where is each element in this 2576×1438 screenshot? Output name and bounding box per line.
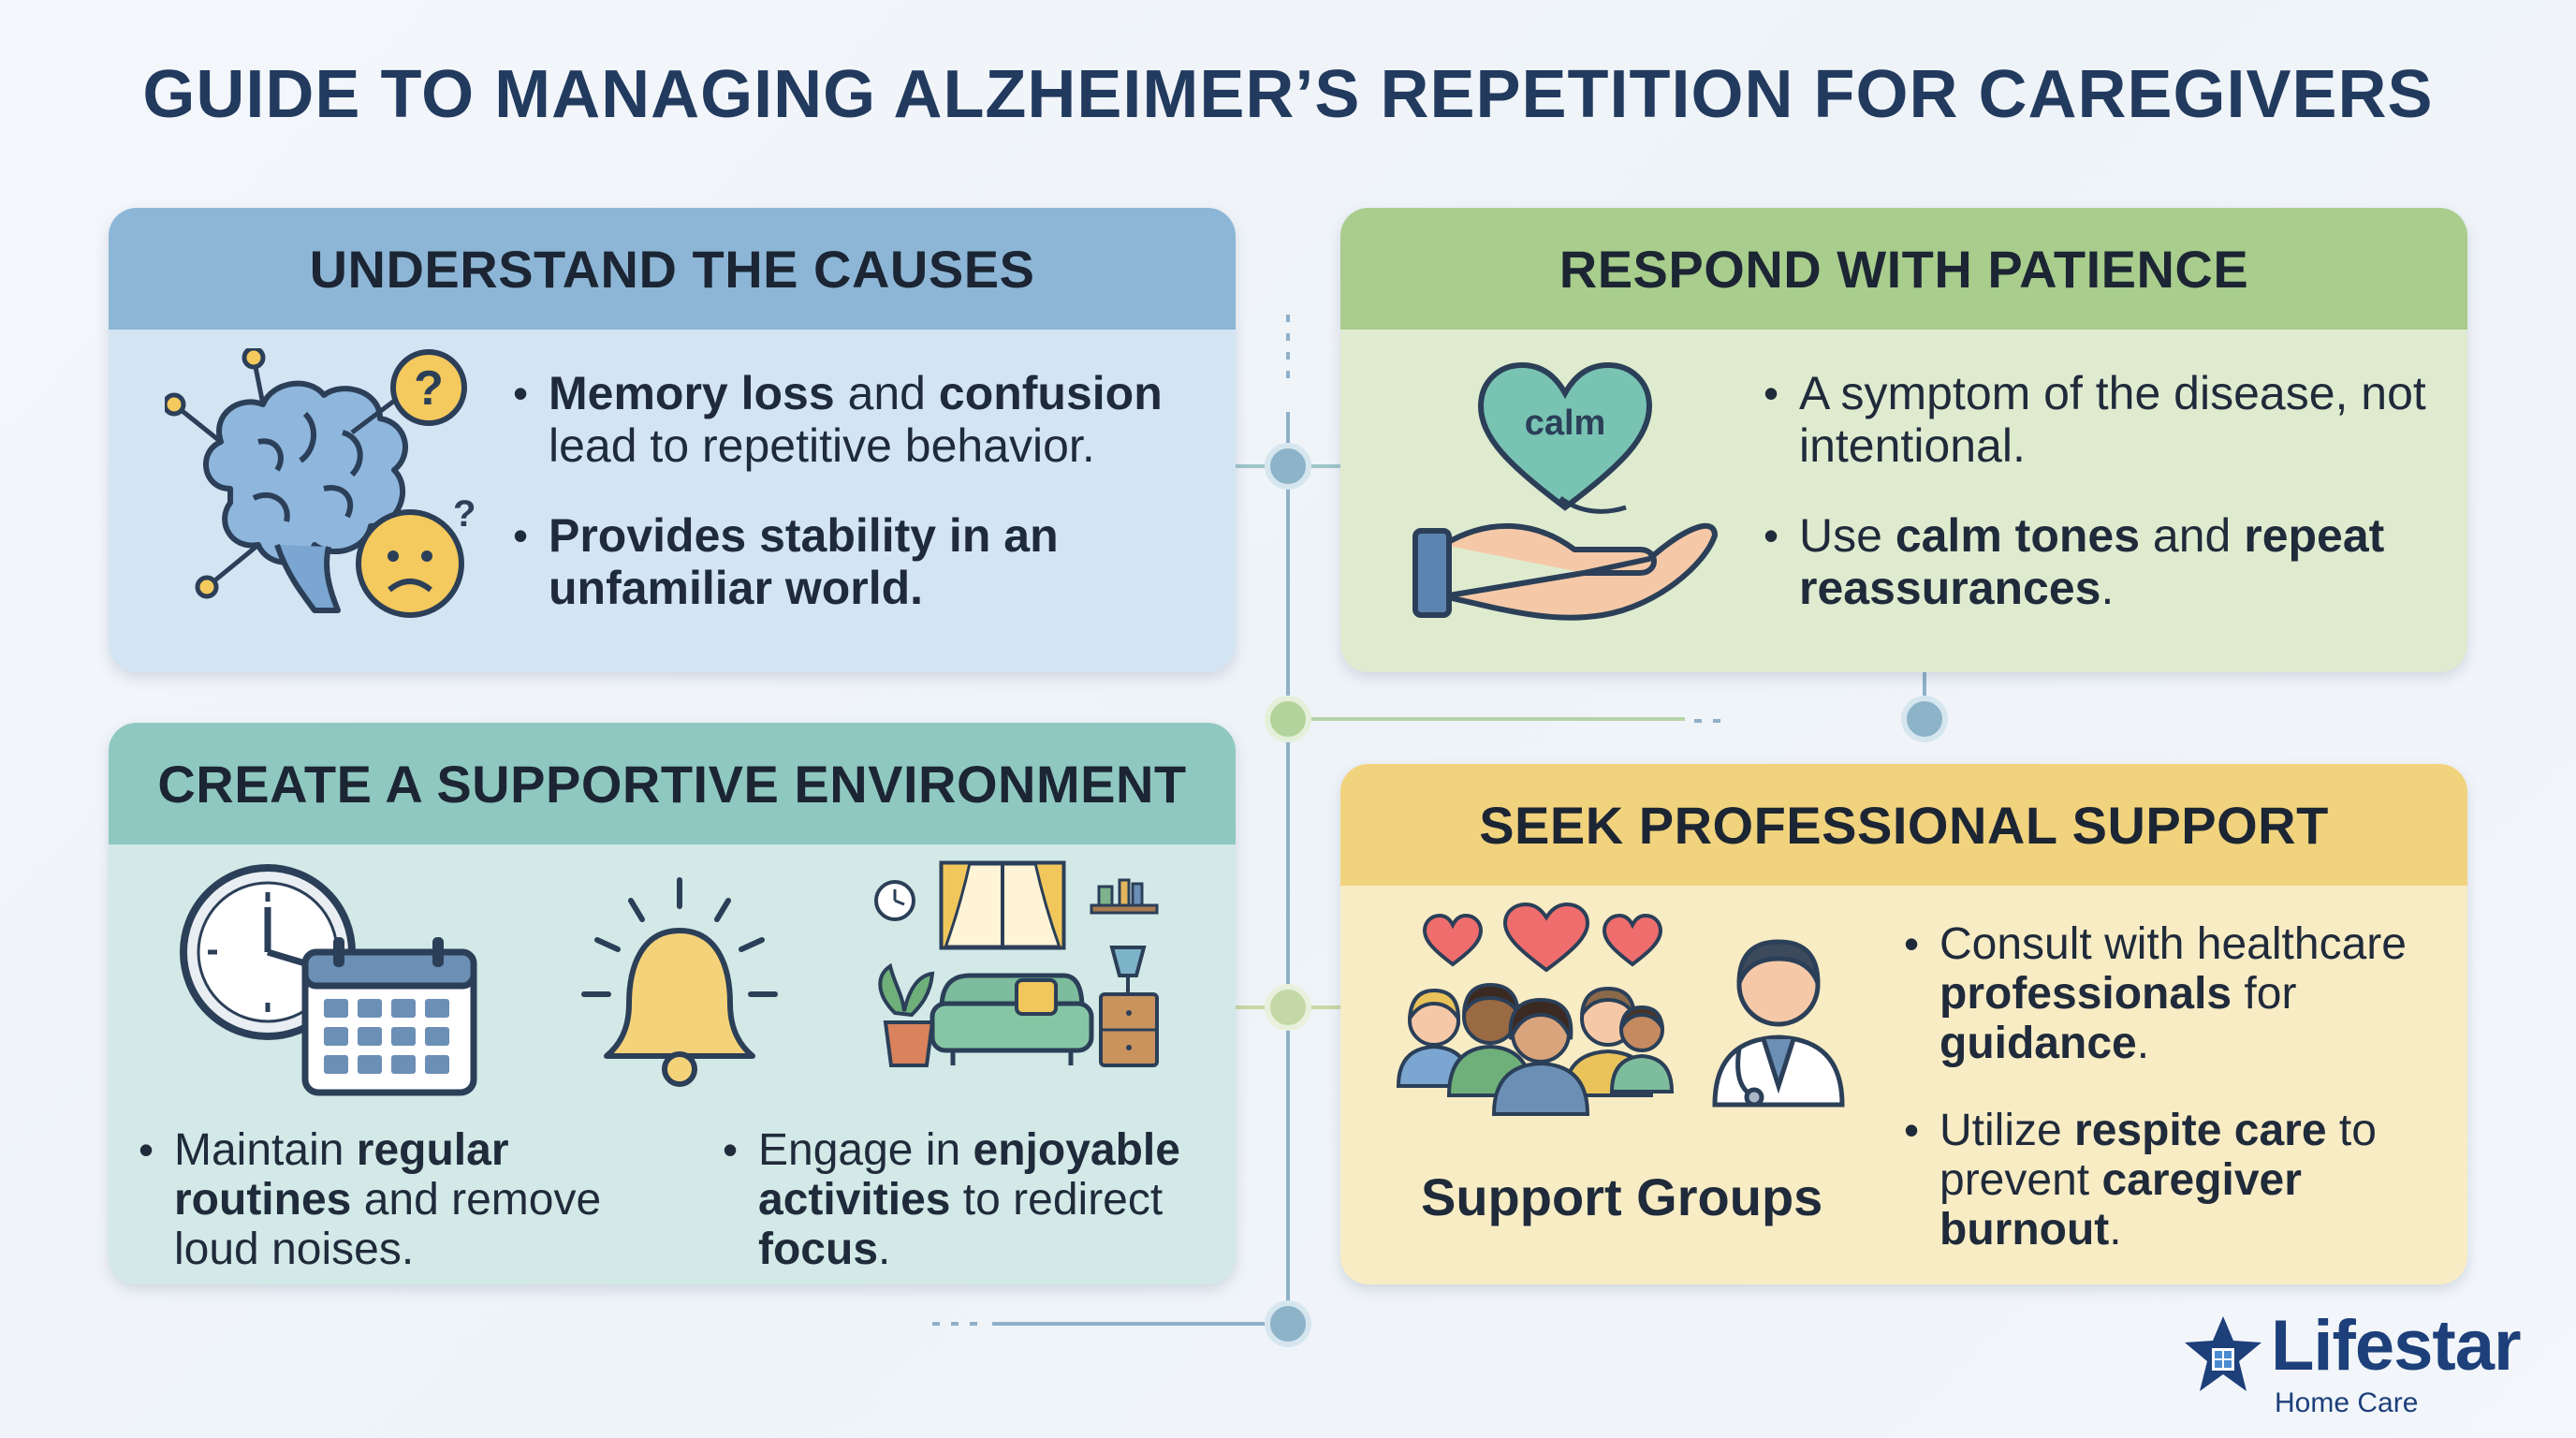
list-item: Use calm tones and repeat reassurances. <box>1762 509 2445 614</box>
connector-node <box>1265 696 1311 742</box>
list-item: Provides stability in an unfamiliar worl… <box>511 509 1204 614</box>
card-professional-support: SEEK PROFESSIONAL SUPPORT <box>1340 764 2467 1284</box>
list-item: Consult with healthcare professionals fo… <box>1902 919 2454 1068</box>
logo-name: Lifestar <box>2271 1306 2522 1386</box>
bell-icon <box>581 877 778 1087</box>
svg-text:?: ? <box>414 361 444 416</box>
card-understand-causes: UNDERSTAND THE CAUSES ? ? Mem <box>109 208 1236 672</box>
lifestar-logo: Lifestar Home Care <box>2181 1306 2555 1421</box>
star-house-icon <box>2185 1316 2261 1391</box>
environment-bullets-right: Engage in enjoyable activities to redire… <box>721 1125 1217 1274</box>
list-item: Memory loss and confusion lead to repeti… <box>511 367 1204 472</box>
support-group-icon <box>1397 902 1845 1116</box>
list-item: A symptom of the disease, not intentiona… <box>1762 367 2445 472</box>
clock-calendar-icon <box>180 864 477 1096</box>
card-heading: UNDERSTAND THE CAUSES <box>109 208 1236 330</box>
card-heading: RESPOND WITH PATIENCE <box>1340 208 2467 330</box>
list-item: Engage in enjoyable activities to redire… <box>721 1125 1217 1274</box>
connector-node <box>1265 984 1311 1031</box>
connector-node <box>1265 443 1311 490</box>
card-heading: CREATE A SUPPORTIVE ENVIRONMENT <box>109 723 1236 844</box>
living-room-icon <box>874 860 1159 1067</box>
list-item: Maintain regular routines and remove lou… <box>137 1125 661 1274</box>
logo-tagline: Home Care <box>2275 1387 2419 1418</box>
environment-bullets-left: Maintain regular routines and remove lou… <box>137 1125 661 1274</box>
card-heading: SEEK PROFESSIONAL SUPPORT <box>1340 764 2467 886</box>
patience-bullets: A symptom of the disease, not intentiona… <box>1762 367 2445 614</box>
causes-bullets: Memory loss and confusion lead to repeti… <box>511 367 1204 614</box>
support-bullets: Consult with healthcare professionals fo… <box>1902 919 2454 1255</box>
card-respond-patience: RESPOND WITH PATIENCE calm A symptom of … <box>1340 208 2467 672</box>
page-title: GUIDE TO MANAGING ALZHEIMER’S REPETITION… <box>142 57 2434 132</box>
support-groups-label: Support Groups <box>1421 1167 1823 1226</box>
calm-label: calm <box>1525 404 1606 443</box>
connector-node <box>1901 696 1948 742</box>
card-supportive-environment: CREATE A SUPPORTIVE ENVIRONMENT <box>109 723 1236 1284</box>
connector-node <box>1265 1300 1311 1347</box>
heart-hand-icon: calm <box>1412 361 1718 621</box>
brain-question-icon: ? ? <box>165 348 476 618</box>
list-item: Utilize respite care to prevent caregive… <box>1902 1106 2454 1255</box>
svg-text:?: ? <box>453 493 476 535</box>
